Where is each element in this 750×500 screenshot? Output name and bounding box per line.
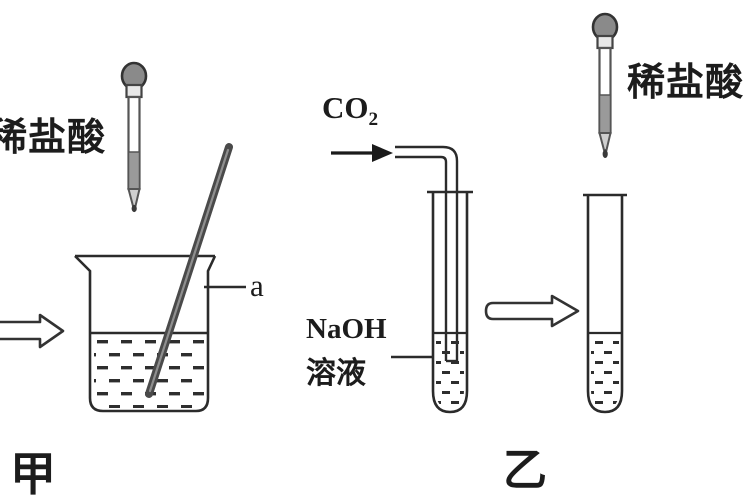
label-co2: CO2 — [322, 92, 378, 129]
dropper-tip-drop — [131, 204, 137, 213]
label-apparatus-yi: 乙 — [503, 446, 547, 495]
glass-rod-highlight — [148, 148, 230, 393]
dropper-tip — [127, 188, 141, 207]
beaker-liquid — [94, 338, 204, 408]
dropper-tip-drop — [602, 150, 608, 158]
dropper-liquid — [127, 151, 141, 190]
co2-arrow-head — [372, 144, 393, 162]
dropper-collar — [596, 34, 614, 50]
test-tube-liquid — [591, 336, 619, 409]
flow-arrow-left — [0, 313, 65, 349]
label-solution: 溶液 — [306, 357, 366, 390]
dropper-collar — [125, 83, 143, 99]
label-naoh: NaOH — [306, 313, 387, 345]
glass-rod — [145, 143, 233, 398]
label-dilute-hcl-left: 稀盐酸 — [0, 117, 107, 159]
delivery-tube-inner-wall — [395, 155, 448, 361]
beaker — [74, 254, 217, 413]
dropper-right — [591, 12, 619, 158]
flow-arrow-middle — [484, 294, 580, 328]
test-tube-liquid — [436, 336, 464, 409]
dropper-left — [120, 61, 148, 213]
delivery-tube-outer-wall — [395, 145, 459, 361]
label-apparatus-jia: 甲 — [10, 448, 56, 500]
dropper-liquid — [598, 94, 612, 134]
test-tube-right — [583, 193, 627, 414]
co2-flow-arrow — [331, 144, 393, 162]
co2-subscript: 2 — [368, 109, 379, 131]
co2-formula: CO — [322, 90, 369, 125]
label-rod-a: a — [250, 268, 264, 303]
test-tube-naoh — [427, 190, 473, 414]
test-tube-body — [586, 195, 624, 414]
gas-delivery-tube — [395, 145, 459, 363]
label-dilute-hcl-right: 稀盐酸 — [627, 62, 745, 104]
test-tube-body — [431, 192, 469, 414]
dropper-tip — [598, 132, 612, 151]
